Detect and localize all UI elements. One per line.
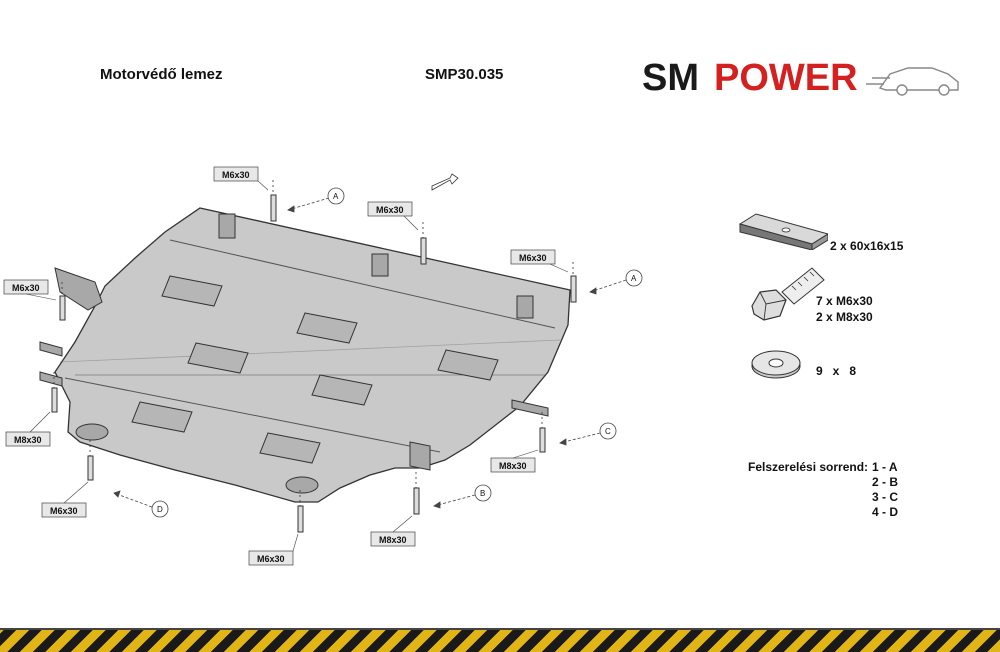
hex-bolt-icon <box>751 267 825 321</box>
bolt-tag-label: M6x30 <box>12 283 40 293</box>
parts-list: 2 x 60x16x15 7 x M6x30 2 x M8x30 9 x 8 <box>730 200 990 400</box>
product-code: SMP30.035 <box>425 66 504 83</box>
bolt-tag: M8x30 <box>490 457 536 473</box>
marker-label: A <box>333 192 339 201</box>
bolt-tag-label: M8x30 <box>14 435 42 445</box>
marker-circle: D <box>151 500 169 518</box>
document-title: Motorvédő lemez <box>100 66 223 83</box>
bolt-tag: M6x30 <box>367 201 413 217</box>
bolt-tag: M6x30 <box>3 279 49 295</box>
bolt-tag: M6x30 <box>248 550 294 566</box>
bolt-tag-label: M6x30 <box>257 554 285 564</box>
bolt-tag-label: M6x30 <box>519 253 547 263</box>
skid-plate <box>39 207 571 503</box>
car-silhouette-icon <box>866 67 959 96</box>
bolt-tag: M8x30 <box>370 531 416 547</box>
installation-step: 2 - B <box>872 475 899 489</box>
installation-step: 1 - A <box>872 460 898 474</box>
marker-circle: B <box>474 484 492 502</box>
hazard-stripe-footer <box>0 628 1000 652</box>
marker-circle: A <box>327 187 345 205</box>
marker-label: A <box>631 274 637 283</box>
bolt-tag-label: M6x30 <box>376 205 404 215</box>
marker-label: B <box>480 489 485 498</box>
washer-quantity: 9 x 8 <box>816 364 857 378</box>
logo-power-text: POWER <box>714 57 858 99</box>
installation-step: 3 - C <box>872 490 899 504</box>
installation-step: 4 - D <box>872 505 899 519</box>
bolt-tag-label: M6x30 <box>222 170 250 180</box>
marker-label: D <box>157 505 163 514</box>
bolt-tag: M6x30 <box>41 502 87 518</box>
bolt-tag: M8x30 <box>5 431 51 447</box>
bolt-tag-label: M6x30 <box>50 506 78 516</box>
marker-label: C <box>605 427 611 436</box>
logo-sm-text: SM <box>642 57 699 99</box>
washer-icon <box>751 350 801 379</box>
marker-circle: A <box>625 269 643 287</box>
front-direction-arrow-icon <box>431 173 459 191</box>
bolt-tag: M6x30 <box>510 249 556 265</box>
smpower-logo: SM POWER <box>642 57 959 99</box>
bolt-tag-label: M8x30 <box>379 535 407 545</box>
bolt-tag: M6x30 <box>213 166 259 182</box>
bolt-m8-quantity: 2 x M8x30 <box>816 310 873 324</box>
marker-circle: C <box>599 422 617 440</box>
bolt-tag-label: M8x30 <box>499 461 527 471</box>
skid-plate-diagram: M6x30 M6x30 M6x30 M6x30 M8x30 M8x30 M6x3… <box>3 166 643 566</box>
plate-bracket-icon <box>738 213 828 250</box>
bolt-m6-quantity: 7 x M6x30 <box>816 294 873 308</box>
bracket-quantity: 2 x 60x16x15 <box>830 239 904 253</box>
installation-order-label: Felszerelési sorrend: <box>748 460 869 474</box>
bolt-icons <box>51 194 577 533</box>
